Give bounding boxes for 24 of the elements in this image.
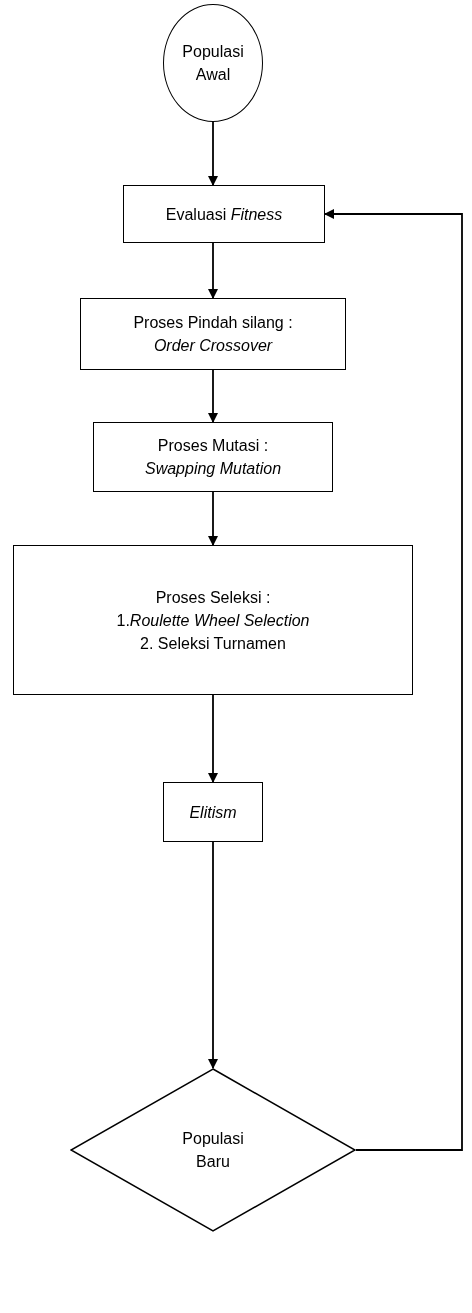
process-box: [80, 298, 346, 370]
process-box: [13, 545, 413, 695]
node-text: Proses Pindah silang :: [133, 313, 293, 333]
arrow: [324, 209, 463, 1151]
arrow: [208, 369, 218, 423]
node-text: Swapping Mutation: [144, 459, 282, 479]
node-text: Order Crossover: [153, 336, 273, 356]
node-text: 2. Seleksi Turnamen: [140, 633, 286, 654]
arrow: [208, 242, 218, 299]
node-text: Proses Mutasi :: [157, 436, 269, 456]
arrow: [208, 121, 218, 186]
node-text: Proses Seleksi :: [155, 587, 271, 608]
arrow: [208, 841, 218, 1069]
node-text: Elitism: [189, 802, 237, 823]
decision-diamond: [70, 1068, 356, 1232]
node-text: Populasi Baru: [181, 1129, 245, 1172]
arrow: [208, 694, 218, 783]
process-box: [93, 422, 333, 492]
arrow: [208, 491, 218, 546]
node-text: Evaluasi Fitness: [165, 204, 283, 225]
process-box: [123, 185, 325, 243]
process-box: [163, 782, 263, 842]
node-text: 1.Roulette Wheel Selection: [116, 610, 310, 631]
node-text: Populasi Awal: [181, 42, 245, 85]
